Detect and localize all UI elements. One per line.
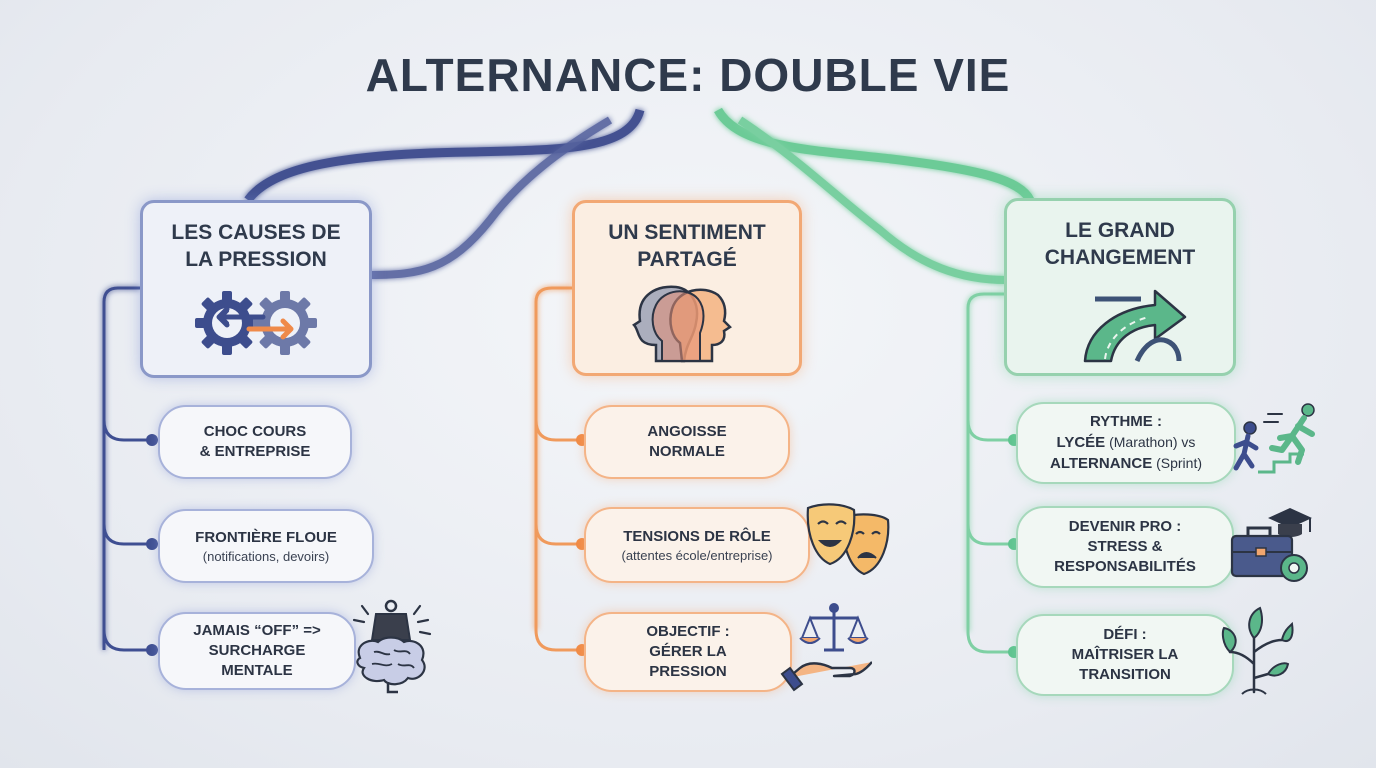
sub-frontiere-floue[interactable]: FRONTIÈRE FLOUE (notifications, devoirs) <box>158 509 374 583</box>
green-main-connector-2 <box>737 116 1007 284</box>
blue-main-connector <box>244 108 645 203</box>
main-card-sentiment[interactable]: UN SENTIMENT PARTAGÉ <box>572 200 802 376</box>
branch-dot <box>146 434 158 446</box>
road-arrow-icon <box>1045 281 1195 370</box>
sub-defi[interactable]: DÉFI : MAÎTRISER LA TRANSITION <box>1016 614 1234 696</box>
main-card-title: LE GRAND CHANGEMENT <box>1044 219 1196 269</box>
main-card-title: UN SENTIMENT PARTAGÉ <box>608 221 766 271</box>
runner-icon <box>1228 400 1328 485</box>
sub-jamais-off[interactable]: JAMAIS “OFF” => SURCHARGE MENTALE <box>158 612 356 690</box>
hand-scale-icon <box>780 598 873 701</box>
sub-rythme[interactable]: RYTHME : LYCÉE (Marathon) vs ALTERNANCE … <box>1016 402 1236 484</box>
blue-main-connector-2 <box>369 116 613 279</box>
sub-objectif[interactable]: OBJECTIF : GÉRER LA PRESSION <box>584 612 792 692</box>
main-card-title: LES CAUSES DE LA PRESSION <box>171 221 341 271</box>
green-main-connector <box>714 107 1035 203</box>
sub-choc-cours[interactable]: CHOC COURS & ENTREPRISE <box>158 405 352 479</box>
sprout-icon <box>1218 604 1294 701</box>
brain-weight-icon <box>344 598 438 699</box>
branch-dot <box>146 538 158 550</box>
branch-dot <box>146 644 158 656</box>
main-card-causes[interactable]: LES CAUSES DE LA PRESSION <box>140 200 372 378</box>
briefcase-cap-icon <box>1224 498 1316 593</box>
sub-angoisse[interactable]: ANGOISSE NORMALE <box>584 405 790 479</box>
overlapping-heads-icon <box>622 283 752 368</box>
page-title: ALTERNANCE: DOUBLE VIE <box>365 49 1011 101</box>
sub-devenir-pro[interactable]: DEVENIR PRO : STRESS & RESPONSABILITÉS <box>1016 506 1234 588</box>
theater-masks-icon <box>802 498 894 587</box>
sub-tensions-role[interactable]: TENSIONS DE RÔLE (attentes école/entrepr… <box>584 507 810 583</box>
main-card-changement[interactable]: LE GRAND CHANGEMENT <box>1004 198 1236 376</box>
gears-arrows-icon <box>191 285 321 366</box>
